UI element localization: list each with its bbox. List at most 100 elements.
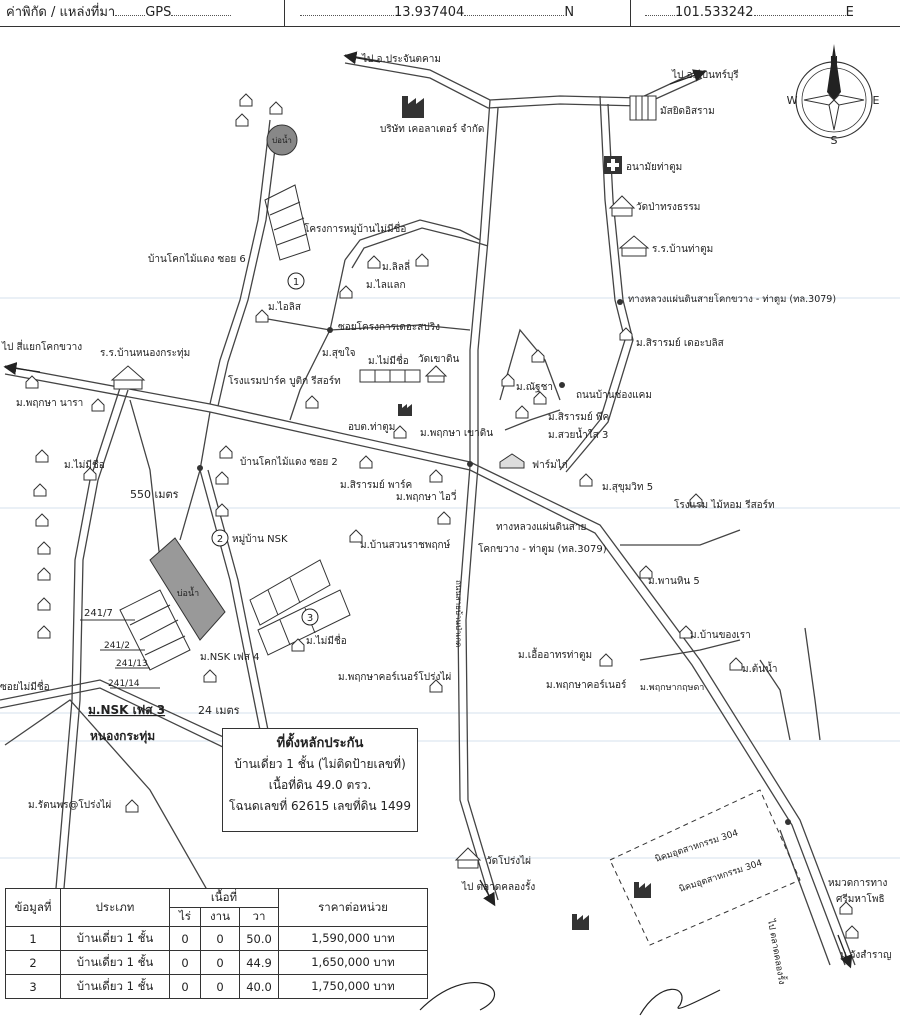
th-wa: วา [239,907,279,927]
label-m-sirarom-park: ม.สิรารมย์ พาร์ค [340,479,412,491]
house-icon [33,483,47,497]
house-icon [533,391,547,405]
factory-icon [634,882,651,898]
farm-icon [499,453,525,469]
label-to-talad-klong-rung-2: ไป ตลาดคลองรั้ง [765,917,789,985]
label-highway-mid-1: ทางหลวงแผ่นดินสาย [496,522,586,533]
label-m-suay-nam-sai-3: ม.สวยน้ำใส 3 [548,427,608,441]
label-m-ton-nam: ม.ต้นน้ำ [742,661,778,675]
cell-wa: 44.9 [239,950,279,975]
th-no: ข้อมูลที่ [5,888,61,927]
house-icon [37,541,51,555]
latitude-value: 13.937404 [394,5,465,20]
th-area: เนื้อที่ [169,888,279,908]
pond-circle [266,124,298,156]
plot-leaders [80,619,160,689]
pond-label-2: บ่อน้ำ [177,586,199,599]
label-m-ban-khong-ra: ม.บ้านของเรา [690,629,751,641]
map-labels: ไป อ.ประจันตคาม ไป อ.กบินทร์บุรี บริษัท … [0,53,892,985]
label-obt-tha-tum: อบต.ท่าตูม [348,422,395,433]
house-icon [429,469,443,483]
label-soi-no-name: ซอยไม่มีชื่อ [0,679,50,693]
house-icon [429,679,443,693]
factory-icon [398,404,412,416]
cell-rai: 0 [169,950,201,975]
label-to-prachantakham: ไป อ.ประจันตคาม [361,53,441,65]
location-map: บ่อน้ำ บ่อน้ำ 1 2 3 [0,44,900,1016]
house-icon [729,657,743,671]
label-highway-mid-2: โคกขวาง - ท่าตูม (ทล.3079) [478,542,607,555]
house-icon [37,567,51,581]
house-icon [619,327,633,341]
house-icon [305,395,319,409]
info-line-3: โฉนดเลขที่ 62615 เลขที่ดิน 1499 [229,799,411,813]
factory-icon [402,96,424,118]
label-hotel-budget: โรงแรมปาร์ค บูติก รีสอร์ท [228,374,341,387]
cell-price: 1,750,000 บาท [278,974,428,999]
label-plot-241-13: 241/13 [116,659,148,669]
label-mosque: มัสยิดอิสราม [660,106,715,117]
cell-price: 1,650,000 บาท [278,950,428,975]
coord-source: GPS [145,5,172,20]
house-icon [393,425,407,439]
label-m-ban-suan-ratchapruek: ม.บ้านสวนราชพฤกษ์ [360,539,451,551]
label-distance-550: 550 เมตร [130,488,179,501]
cell-wa: 50.0 [239,926,279,951]
label-m-lailak: ม.ไลแลก [366,279,406,291]
house-icon [501,373,515,387]
landmark-icons [110,95,657,930]
label-plot-241-7: 241/7 [84,608,113,619]
cell-ngan: 0 [200,950,240,975]
house-icon [291,638,305,652]
house-icon [235,113,249,127]
label-m-wang-samran: ม.วังสำราญ [840,950,892,961]
label-m-pruksa-corner: ม.พฤกษาคอร์เนอร์ [546,679,627,691]
industrial-estate-boundary [609,789,801,946]
house-icon [215,503,229,517]
label-m-aua-athorn: ม.เอื้ออาทรท่าตูม [518,647,592,661]
label-highway-top: ทางหลวงแผ่นดินสายโคกขวาง - ท่าตูม (ทล.30… [628,293,836,305]
house-icons [25,93,859,939]
house-icon [215,471,229,485]
label-m-ratanaphon: ม.รัตนพร@โปร่งไผ่ [28,798,111,811]
cell-rai: 0 [169,926,201,951]
house-icon [219,445,233,459]
house-icon [83,467,97,481]
label-nong-krathum: หนองกระทุ่ม [90,729,155,744]
th-rai: ไร่ [169,907,201,927]
house-icon [839,901,853,915]
compass-e: E [873,94,880,107]
label-soi-6: บ้านโคกไม้แดง ซอย 6 [148,252,246,265]
latitude-suffix: N [564,5,575,20]
label-m-sukjai: ม.สุขใจ [322,347,356,359]
house-icon [689,493,703,507]
longitude-suffix: E [845,5,854,20]
label-m-nichcha: ม.ณัฐชา [516,382,553,393]
label-highway-dept-2: ศรีมหาโพธิ [836,892,885,905]
direction-arrows [3,51,853,969]
label-to-sri-yaek: ไป สี่แยกโคกขวาง [1,339,82,353]
label-m-pruksa-khao-din: ม.พฤกษา เขาดิน [420,428,493,439]
marker-2: 2 [217,534,223,545]
house-icon [255,309,269,323]
label-distance-24: 24 เมตร [198,704,240,717]
label-industrial-2: นิคมอุตสาหกรรม 304 [678,857,764,894]
cell-rai: 0 [169,974,201,999]
pond-polygon [149,537,226,641]
house-icon [203,669,217,683]
cell-no: 3 [5,974,61,999]
junction-dots [197,299,791,825]
label-hotel-mai-hom: โรงแรม ไม้หอม รีสอร์ท [674,498,775,511]
info-line-1: บ้านเดี่ยว 1 ชั้น (ไม่ติดป้ายเลขที่) [234,757,406,771]
label-company: บริษัท เคอลาเตอร์ จำกัด [380,123,484,135]
house-icon [339,285,353,299]
house-icon [531,349,545,363]
label-soi-2: บ้านโคกไม้แดง ซอย 2 [240,455,338,468]
house-icon [437,511,451,525]
signature-scribble [419,982,721,1016]
school-icon [110,365,146,390]
temple-icon [424,365,448,383]
house-icon [845,925,859,939]
label-m-no-name-3: ม.ไม่มีชื่อ [306,633,347,647]
label-school-nong-krathum: ร.ร.บ้านหนองกระทุ่ม [100,347,190,359]
